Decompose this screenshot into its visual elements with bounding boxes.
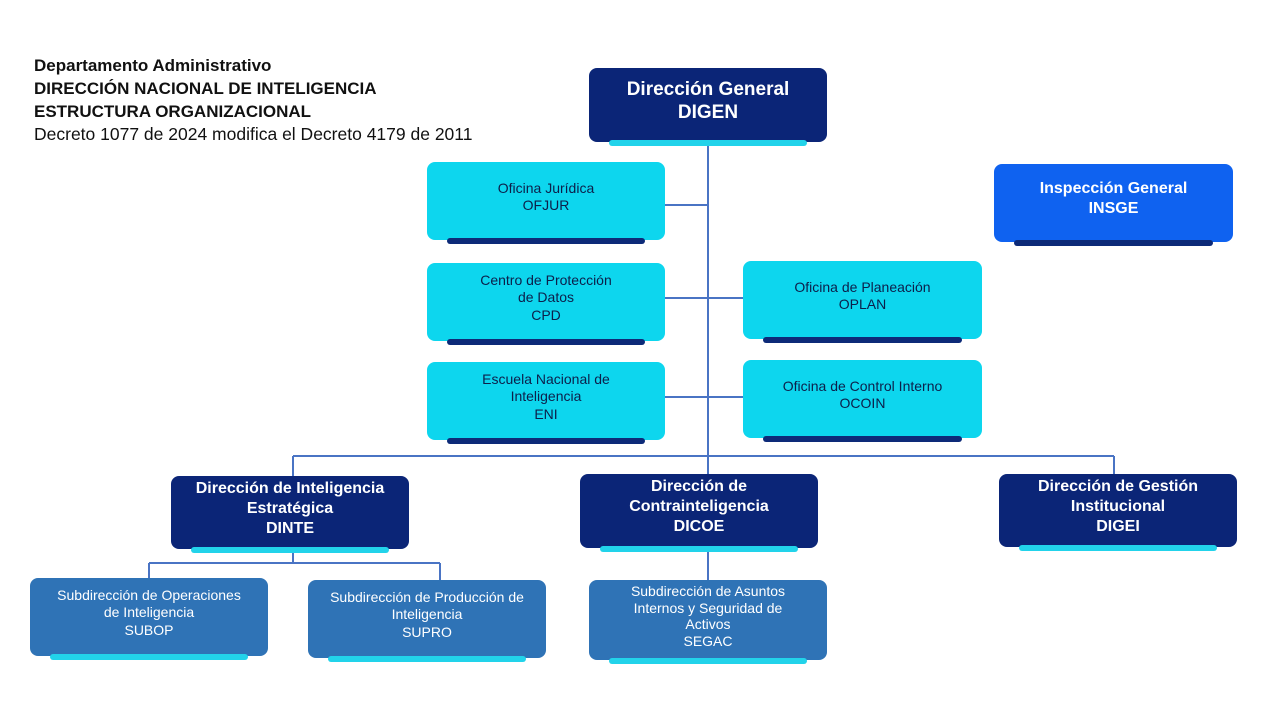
chart-header: Departamento Administrativo DIRECCIÓN NA… bbox=[34, 54, 574, 146]
box-ofjur: Oficina Jurídica OFJUR bbox=[427, 162, 665, 244]
box-oplan: Oficina de Planeación OPLAN bbox=[743, 261, 982, 343]
box-segac: Subdirección de Asuntos Internos y Segur… bbox=[589, 580, 827, 664]
box-digei: Dirección de Gestión Institucional DIGEI bbox=[999, 474, 1237, 551]
box-digen: Dirección General DIGEN bbox=[589, 68, 827, 146]
box-eni: Escuela Nacional de Inteligencia ENI bbox=[427, 362, 665, 444]
box-insge: Inspección General INSGE bbox=[994, 164, 1233, 246]
header-structure: ESTRUCTURA ORGANIZACIONAL bbox=[34, 102, 312, 121]
box-supro: Subdirección de Producción de Inteligenc… bbox=[308, 580, 546, 662]
box-ocoin: Oficina de Control Interno OCOIN bbox=[743, 360, 982, 442]
header-department: Departamento Administrativo bbox=[34, 56, 272, 75]
box-dinte: Dirección de Inteligencia Estratégica DI… bbox=[171, 476, 409, 553]
header-decree: Decreto 1077 de 2024 modifica el Decreto… bbox=[34, 124, 473, 144]
header-agency: DIRECCIÓN NACIONAL DE INTELIGENCIA bbox=[34, 79, 377, 98]
box-subop: Subdirección de Operaciones de Inteligen… bbox=[30, 578, 268, 660]
box-cpd: Centro de Protección de Datos CPD bbox=[427, 263, 665, 345]
box-dicoe: Dirección de Contrainteligencia DICOE bbox=[580, 474, 818, 552]
